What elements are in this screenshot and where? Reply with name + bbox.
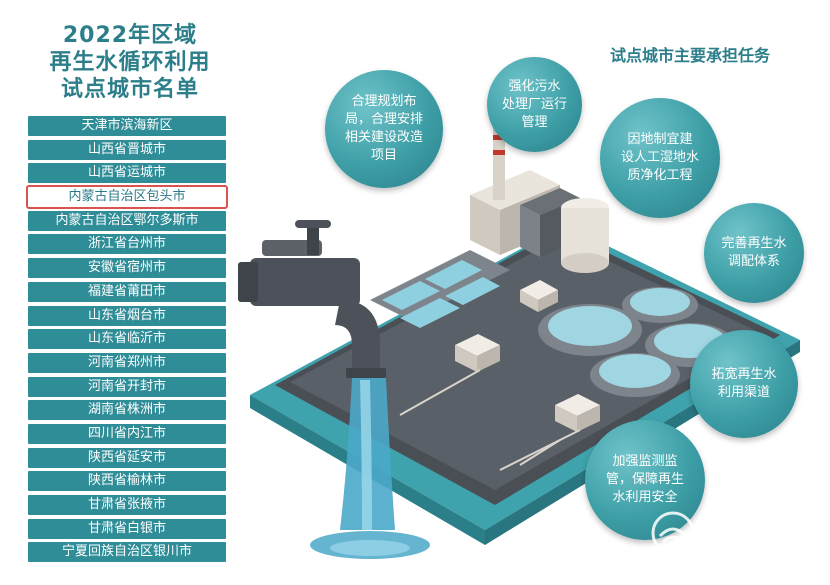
faucet [238, 220, 386, 378]
tasks-title: 试点城市主要承担任务 [609, 46, 770, 65]
city-item: 山东省临沂市 [28, 329, 226, 350]
title-line-1: 2022年区域 [62, 23, 198, 48]
task-text-monitoring: 加强监测监 管，保障再生 水利用安全 [605, 454, 684, 505]
factory-buildings [470, 120, 609, 273]
pipes [399, 369, 581, 471]
city-item: 甘肃省张掖市 [28, 495, 226, 515]
list-title: 2022年区域 再生水循环利用 试点城市名单 [30, 22, 230, 103]
city-item: 河南省开封市 [28, 376, 226, 397]
task-text-utilization: 拓宽再生水 利用渠道 [711, 367, 777, 400]
city-item: 宁夏回族自治区银川市 [28, 542, 226, 563]
city-item-highlighted: 内蒙古自治区包头市 [26, 185, 228, 210]
city-item: 山西省运城市 [28, 163, 226, 184]
city-item: 河南省郑州市 [28, 352, 226, 373]
task-text-plant-operation: 强化污水 处理厂运行 管理 [501, 78, 567, 130]
city-item: 浙江省台州市 [28, 234, 226, 255]
task-bubble-plant-operation: 强化污水 处理厂运行 管理 [487, 57, 582, 152]
title-line-3: 试点城市名单 [60, 77, 199, 102]
city-item: 湖南省株洲市 [28, 400, 226, 421]
task-text-allocation: 完善再生水 调配体系 [721, 236, 787, 269]
water-stream [310, 378, 430, 559]
task-text-wetland: 因地制宜建 设人工湿地水 质净化工程 [620, 132, 699, 183]
city-item: 内蒙古自治区鄂尔多斯市 [28, 210, 226, 231]
task-bubble-wetland: 因地制宜建 设人工湿地水 质净化工程 [600, 98, 720, 218]
task-bubble-monitoring: 加强监测监 管，保障再生 水利用安全 [585, 420, 705, 540]
pump-houses [455, 280, 600, 432]
title-line-2: 再生水循环利用 [49, 50, 211, 75]
filter-tanks [370, 250, 510, 328]
city-item: 福建省莆田市 [28, 281, 226, 302]
city-item: 山西省晋城市 [28, 139, 226, 160]
city-item: 四川省内江市 [28, 423, 226, 444]
task-bubble-utilization: 拓宽再生水 利用渠道 [690, 330, 798, 438]
task-bubble-allocation: 完善再生水 调配体系 [704, 203, 804, 303]
city-item: 甘肃省白银市 [28, 518, 226, 539]
city-item: 山东省烟台市 [28, 305, 226, 326]
city-item: 天津市滨海新区 [28, 116, 226, 136]
task-bubble-planning: 合理规划布 局，合理安排 相关建设改造 项目 [325, 70, 443, 188]
city-list: 天津市滨海新区山西省晋城市山西省运城市内蒙古自治区包头市内蒙古自治区鄂尔多斯市浙… [26, 116, 228, 566]
task-text-planning: 合理规划布 局，合理安排 相关建设改造 项目 [344, 94, 423, 163]
city-item: 陕西省延安市 [28, 447, 226, 468]
city-item: 陕西省榆林市 [28, 471, 226, 492]
watermark-logo [651, 511, 695, 555]
city-item: 安徽省宿州市 [28, 258, 226, 279]
